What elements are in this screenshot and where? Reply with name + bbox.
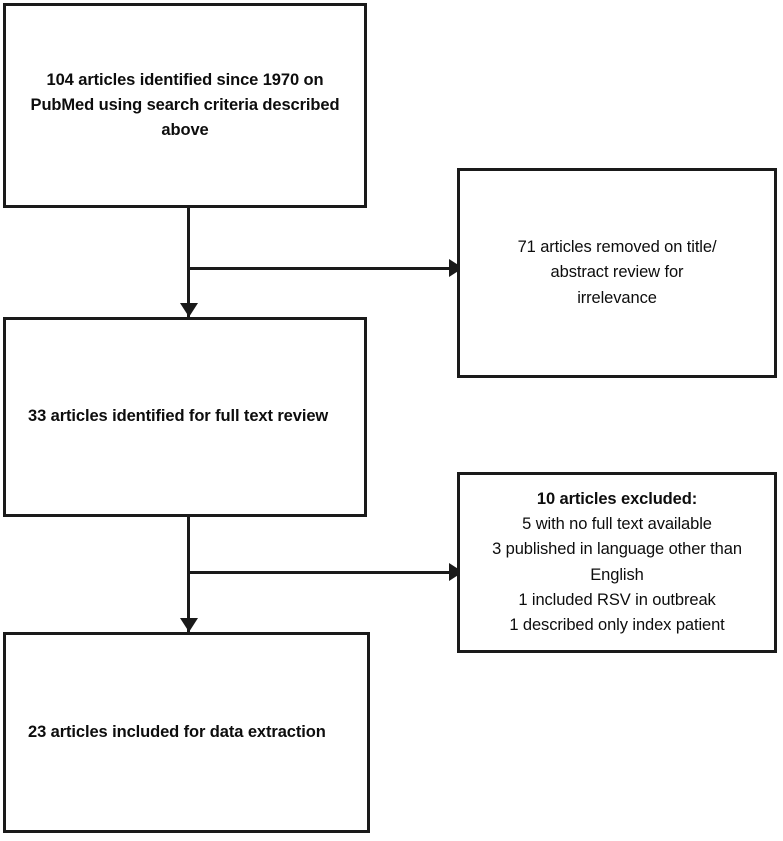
node-articles-included-text: 23 articles included for data extraction bbox=[6, 720, 367, 745]
connector-branch-tick-1 bbox=[187, 258, 190, 266]
node-articles-identified-text: 104 articles identified since 1970 on Pu… bbox=[6, 68, 364, 143]
node-line: 104 articles identified since 1970 on bbox=[46, 70, 324, 89]
node-excluded-reason: 5 with no full text available bbox=[522, 515, 712, 534]
node-line: abstract review for bbox=[550, 263, 684, 282]
node-line: 23 articles included for data extraction bbox=[28, 722, 326, 741]
node-line: 33 articles identified for full text rev… bbox=[28, 407, 329, 426]
arrowhead-down-to-included bbox=[180, 618, 198, 632]
node-line: above bbox=[161, 121, 209, 140]
node-articles-excluded: 10 articles excluded: 5 with no full tex… bbox=[457, 472, 777, 653]
node-excluded-reason: 1 described only index patient bbox=[509, 615, 725, 634]
node-line: PubMed using search criteria described bbox=[30, 95, 340, 114]
node-excluded-reason: 1 included RSV in outbreak bbox=[518, 590, 716, 609]
node-articles-full-text-review: 33 articles identified for full text rev… bbox=[3, 317, 367, 517]
node-articles-excluded-text: 10 articles excluded: 5 with no full tex… bbox=[460, 487, 774, 637]
connector-fulltext-to-excluded-line bbox=[187, 571, 462, 574]
connector-search-to-removed-line bbox=[187, 267, 462, 270]
node-line: irrelevance bbox=[577, 288, 657, 307]
node-articles-included: 23 articles included for data extraction bbox=[3, 632, 370, 833]
node-line: 71 articles removed on title/ bbox=[517, 238, 717, 257]
node-articles-removed: 71 articles removed on title/ abstract r… bbox=[457, 168, 777, 378]
node-articles-identified: 104 articles identified since 1970 on Pu… bbox=[3, 3, 367, 208]
node-excluded-heading: 10 articles excluded: bbox=[536, 490, 698, 509]
connector-branch-tick-2 bbox=[187, 563, 190, 571]
node-articles-removed-text: 71 articles removed on title/ abstract r… bbox=[460, 235, 774, 310]
connector-fulltext-to-included-line bbox=[187, 517, 190, 634]
node-excluded-reason: English bbox=[590, 565, 644, 584]
arrowhead-down-to-fulltext bbox=[180, 303, 198, 317]
node-excluded-reason: 3 published in language other than bbox=[492, 540, 742, 559]
node-articles-full-text-review-text: 33 articles identified for full text rev… bbox=[6, 404, 364, 429]
